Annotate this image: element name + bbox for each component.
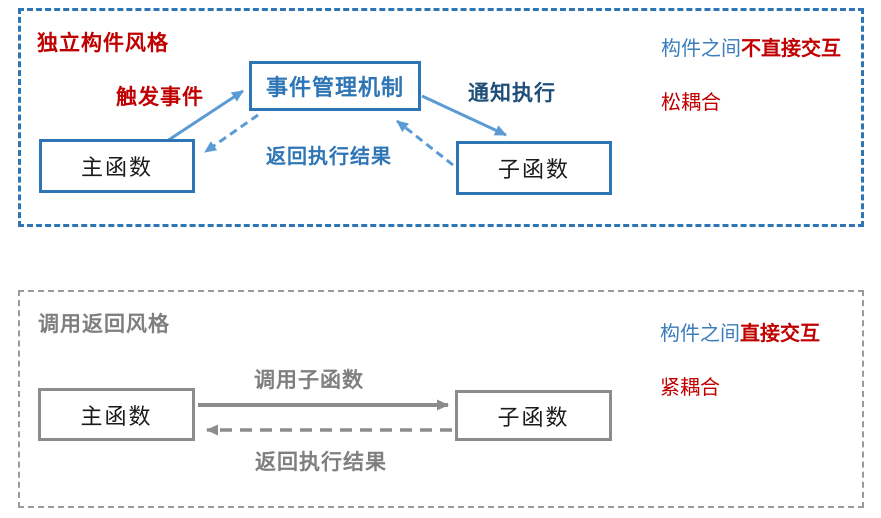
note-interaction-top-emphasis: 不直接交互 (741, 38, 841, 60)
note-interaction-bottom-prefix: 构件之间 (660, 323, 740, 345)
label-return-result-top: 返回执行结果 (266, 146, 392, 168)
event-manager-box: 事件管理机制 (249, 61, 421, 111)
note-interaction-bottom: 构件之间直接交互 (660, 322, 860, 346)
notes-bottom: 构件之间直接交互 紧耦合 (660, 322, 860, 430)
main-function-box-bottom-label: 主函数 (80, 403, 153, 429)
arrow-layer-top (163, 89, 507, 167)
main-function-box-top-label: 主函数 (80, 155, 153, 180)
note-coupling-bottom: 紧耦合 (660, 377, 720, 399)
independent-component-panel: 独立构件风格 触发事件 通知执行 返回执行结果 事件管理机制 主函数 子函数 构… (18, 8, 864, 227)
sub-function-box-bottom: 子函数 (455, 390, 612, 441)
label-notify-execute: 通知执行 (468, 82, 556, 105)
label-call-sub: 调用子函数 (254, 369, 364, 392)
main-function-box-bottom: 主函数 (38, 388, 195, 441)
notes-top: 构件之间不直接交互 松耦合 (661, 37, 861, 145)
arrow-layer-bottom (198, 399, 452, 436)
arrow-trigger-event (163, 89, 244, 145)
sub-function-box-top-label: 子函数 (497, 157, 570, 182)
note-coupling-top: 松耦合 (661, 92, 721, 114)
main-function-box-top: 主函数 (39, 139, 195, 193)
label-return-result-bottom: 返回执行结果 (255, 451, 387, 474)
sub-function-box-bottom-label: 子函数 (497, 404, 570, 430)
call-return-panel: 调用返回风格 调用子函数 返回执行结果 主函数 子函数 构件之间直接交互 紧耦合 (18, 290, 864, 508)
note-interaction-bottom-emphasis: 直接交互 (740, 323, 820, 345)
note-interaction-top: 构件之间不直接交互 (661, 37, 861, 61)
note-interaction-top-prefix: 构件之间 (661, 38, 741, 60)
label-trigger-event: 触发事件 (116, 86, 204, 109)
arrow-return-to-event (396, 119, 454, 167)
panel-title-independent-style: 独立构件风格 (37, 32, 169, 55)
event-manager-box-label: 事件管理机制 (265, 75, 404, 100)
panel-title-call-return-style: 调用返回风格 (38, 313, 170, 336)
arrow-return-to-main (204, 113, 259, 154)
sub-function-box-top: 子函数 (456, 141, 612, 195)
arrow-notify-execute (421, 94, 507, 137)
